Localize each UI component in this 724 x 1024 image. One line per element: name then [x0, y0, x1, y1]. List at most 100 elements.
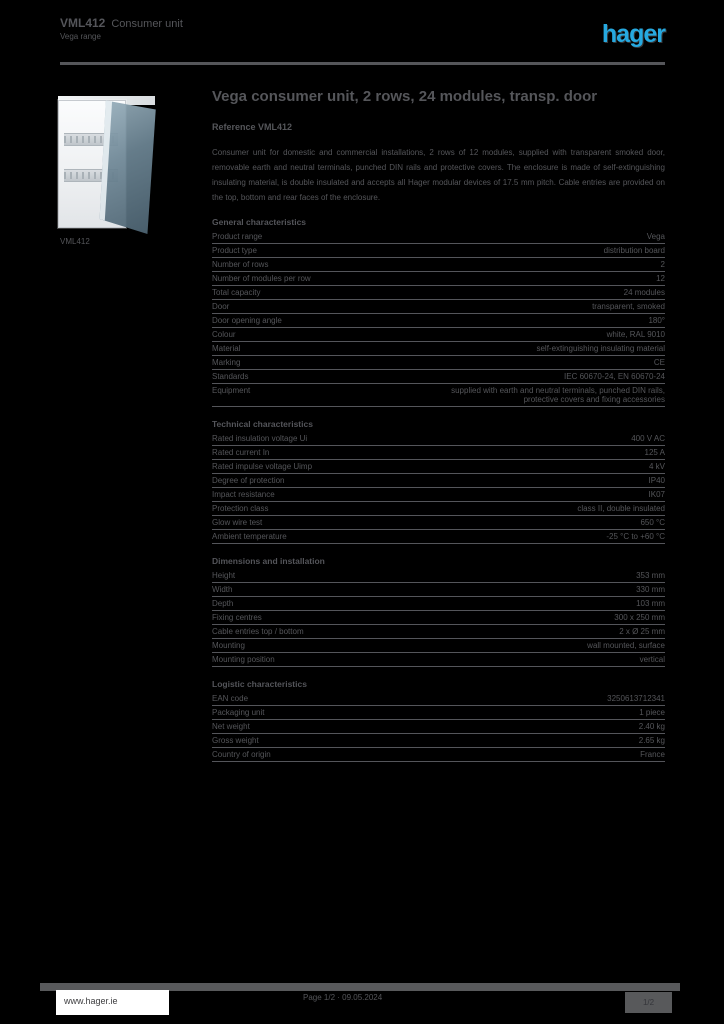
spec-label: Rated insulation voltage Ui [212, 434, 308, 443]
spec-row: Rated current In 125 A [212, 446, 665, 460]
spec-label: Net weight [212, 722, 250, 731]
header-product-ref: VML412 [60, 16, 106, 30]
spec-label: Total capacity [212, 288, 261, 297]
spec-label: Equipment [212, 386, 251, 395]
website-link[interactable]: www.hager.ie [64, 996, 118, 1006]
spec-label: Marking [212, 358, 241, 367]
spec-label: Cable entries top / bottom [212, 627, 304, 636]
spec-value: 2.40 kg [638, 722, 665, 731]
spec-label: Product range [212, 232, 263, 241]
spec-value: 2.65 kg [638, 736, 665, 745]
spec-value: IP40 [648, 476, 665, 485]
spec-label: Number of rows [212, 260, 269, 269]
header-subtitle: Vega range [60, 32, 101, 41]
spec-value: 103 mm [636, 599, 665, 608]
spec-value: -25 °C to +60 °C [606, 532, 665, 541]
spec-value: 330 mm [636, 585, 665, 594]
spec-label: Product type [212, 246, 257, 255]
spec-row: Packaging unit 1 piece [212, 706, 665, 720]
spec-row: Net weight 2.40 kg [212, 720, 665, 734]
section-heading: Dimensions and installation [212, 556, 325, 566]
spec-label: Mounting [212, 641, 245, 650]
product-photo: VML412 [58, 96, 162, 246]
spec-label: Material [212, 344, 241, 353]
spec-value: white, RAL 9010 [606, 330, 665, 339]
page-title: Vega consumer unit, 2 rows, 24 modules, … [212, 88, 598, 105]
spec-label: Glow wire test [212, 518, 263, 527]
product-reference: Reference VML412 [212, 122, 293, 132]
spec-row: EAN code 3250613712341 [212, 692, 665, 706]
spec-value: 300 x 250 mm [614, 613, 665, 622]
section-heading: Logistic characteristics [212, 679, 307, 689]
spec-row: Country of origin France [212, 748, 665, 762]
spec-value: 4 kV [648, 462, 665, 471]
spec-row: Width 330 mm [212, 583, 665, 597]
spec-label: Rated impulse voltage Uimp [212, 462, 313, 471]
spec-value: CE [653, 358, 665, 367]
spec-value: 180° [648, 316, 665, 325]
spec-value: 650 °C [640, 518, 665, 527]
spec-label: Number of modules per row [212, 274, 311, 283]
spec-row: Cable entries top / bottom 2 x Ø 25 mm [212, 625, 665, 639]
spec-label: Depth [212, 599, 234, 608]
spec-label: Impact resistance [212, 490, 275, 499]
spec-value: self-extinguishing insulating material [536, 344, 665, 353]
spec-label: EAN code [212, 694, 249, 703]
spec-label: Door opening angle [212, 316, 282, 325]
photo-caption: VML412 [60, 237, 90, 246]
spec-row: Material self-extinguishing insulating ma… [212, 342, 665, 356]
footer-divider-bar [40, 983, 680, 991]
spec-row: Colour white, RAL 9010 [212, 328, 665, 342]
header-product-title: Consumer unit [111, 18, 183, 30]
spec-value: 12 [656, 274, 665, 283]
spec-value: France [640, 750, 665, 759]
main-content: Vega consumer unit, 2 rows, 24 modules, … [212, 88, 665, 762]
spec-value: 24 modules [623, 288, 665, 297]
spec-label: Colour [212, 330, 236, 339]
spec-label: Country of origin [212, 750, 271, 759]
spec-label: Width [212, 585, 233, 594]
spec-row: Marking CE [212, 356, 665, 370]
spec-row: Total capacity 24 modules [212, 286, 665, 300]
spec-label: Ambient temperature [212, 532, 287, 541]
footer-page-number-badge: 1/2 [625, 992, 672, 1013]
spec-value: IK07 [648, 490, 665, 499]
spec-value: 3250613712341 [607, 694, 665, 703]
spec-value: 2 x Ø 25 mm [619, 627, 665, 636]
header-divider [60, 62, 665, 65]
spec-label: Protection class [212, 504, 269, 513]
spec-row: Ambient temperature -25 °C to +60 °C [212, 530, 665, 544]
spec-value: 1 piece [639, 708, 665, 717]
spec-value: 2 [660, 260, 665, 269]
spec-row: Number of modules per row 12 [212, 272, 665, 286]
footer-page-info: Page 1/2 · 09.05.2024 [303, 993, 383, 1002]
spec-label: Height [212, 571, 236, 580]
spec-label: Door [212, 302, 230, 311]
product-description: Consumer unit for domestic and commercia… [212, 148, 665, 202]
spec-row: Gross weight 2.65 kg [212, 734, 665, 748]
spec-label: Packaging unit [212, 708, 265, 717]
spec-row: Depth 103 mm [212, 597, 665, 611]
section-heading: General characteristics [212, 217, 307, 227]
spec-row: Rated impulse voltage Uimp 4 kV [212, 460, 665, 474]
section-heading: Technical characteristics [212, 419, 313, 429]
spec-row: Number of rows 2 [212, 258, 665, 272]
spec-label: Rated current In [212, 448, 270, 457]
spec-value: IEC 60670-24, EN 60670-24 [564, 372, 665, 381]
spec-label: Gross weight [212, 736, 259, 745]
spec-value: 125 A [644, 448, 665, 457]
